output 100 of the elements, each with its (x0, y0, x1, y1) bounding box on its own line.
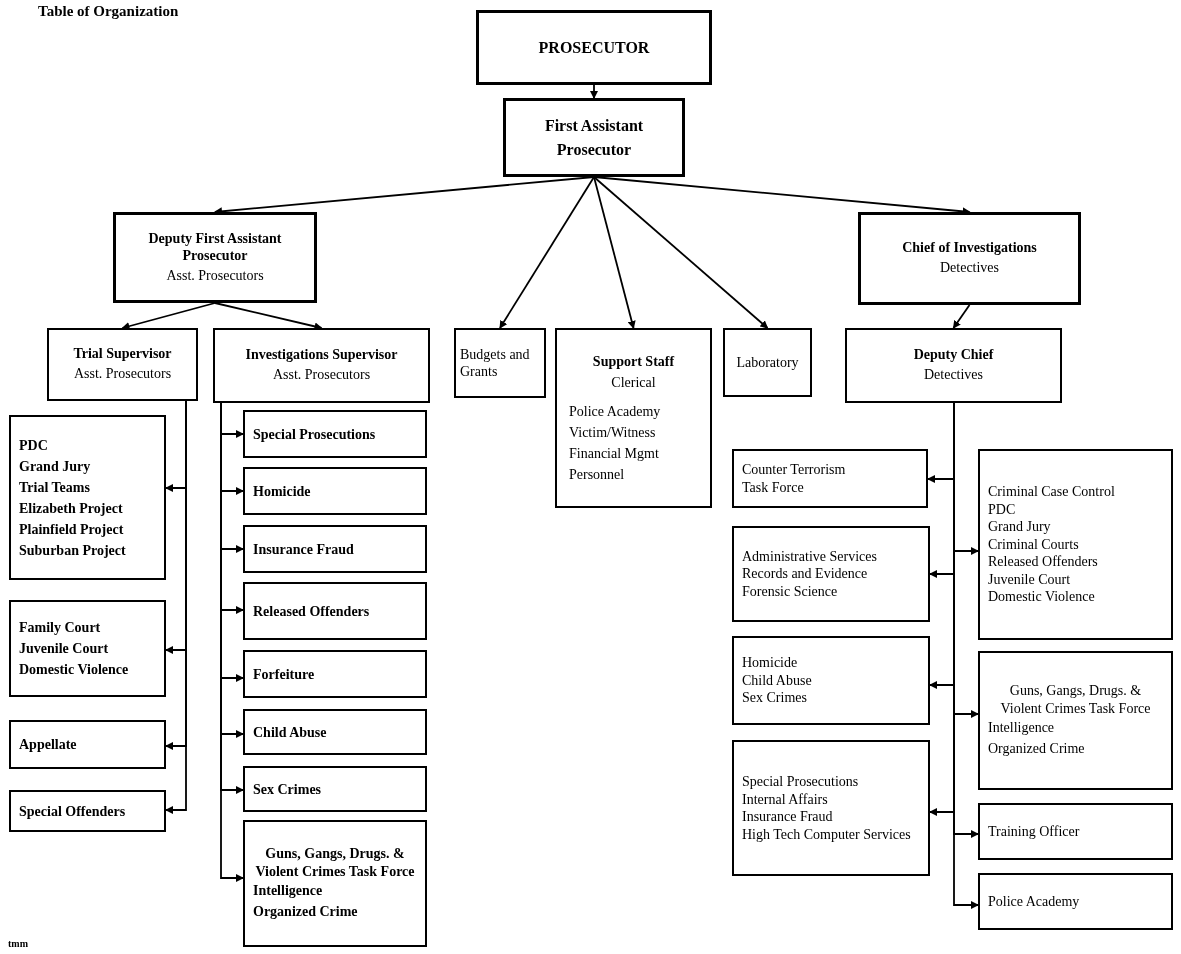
box-text: Guns, Gangs, Drugs. & Violent Crimes Task Force (254, 845, 416, 880)
connector-arrow (214, 302, 323, 331)
org-box (243, 766, 427, 812)
box-title: Trial Supervisor (73, 345, 172, 363)
box-text: Asst. Prosecutors (73, 364, 172, 383)
org-box (243, 820, 427, 947)
box-text: Organized Crime (988, 740, 1086, 758)
org-box (732, 636, 930, 725)
box-text: Sex Crimes (253, 780, 323, 799)
box-text: Task Force (742, 478, 805, 496)
org-box (555, 328, 712, 508)
connector-arrow (593, 176, 769, 329)
org-box (732, 740, 930, 876)
box-text: Internal Affairs (742, 790, 829, 808)
box-text: Special Offenders (19, 802, 127, 821)
org-box (858, 212, 1081, 305)
box-text: Intelligence (253, 882, 324, 900)
box-text: Child Abuse (253, 723, 328, 742)
connector-arrow (952, 304, 971, 329)
box-text: Criminal Case Control (988, 483, 1116, 501)
org-box (213, 328, 430, 403)
box-text: Victim/Witness (568, 424, 657, 442)
connector-arrow (593, 176, 636, 329)
box-text: Family Court (19, 619, 102, 637)
box-text: Domestic Violence (19, 661, 130, 679)
org-box (503, 98, 685, 177)
org-box (978, 873, 1173, 930)
box-text: Records and Evidence (742, 565, 869, 583)
box-text: Police Academy (568, 403, 662, 421)
box-title: First Assistant Prosecutor (543, 115, 645, 160)
org-box (9, 415, 166, 580)
box-text: Organized Crime (253, 903, 359, 921)
box-text: Counter Terrorism (742, 461, 847, 479)
box-text: Homicide (253, 482, 312, 501)
box-title: Support Staff (591, 353, 676, 371)
box-text: Trial Teams (19, 478, 91, 497)
box-text: Domestic Violence (988, 588, 1096, 606)
org-box (723, 328, 812, 397)
box-title: PROSECUTOR (538, 37, 650, 58)
box-text: Special Prosecutions (253, 425, 377, 444)
org-box (978, 449, 1173, 640)
box-text: Detectives (923, 365, 984, 384)
box-text: Financial Mgmt (568, 445, 660, 463)
box-text: Special Prosecutions (742, 773, 860, 791)
box-text: Juvenile Court (19, 640, 110, 658)
box-text: Appellate (19, 736, 78, 754)
box-text: Forensic Science (742, 582, 839, 601)
box-text: Forfeiture (253, 665, 316, 684)
box-text: Intelligence (988, 719, 1056, 737)
org-box (9, 720, 166, 769)
box-text: Police Academy (988, 892, 1081, 911)
box-text: Training Officer (988, 822, 1081, 841)
org-box (978, 651, 1173, 790)
box-text: Grand Jury (988, 518, 1052, 536)
connector-arrow (590, 84, 598, 99)
org-box (732, 526, 930, 622)
org-box (978, 803, 1173, 860)
box-title: Chief of Investigations (902, 239, 1037, 257)
box-text: Plainfield Project (19, 520, 125, 539)
box-title: Investigations Supervisor (245, 346, 398, 364)
note-text: tmm (8, 937, 28, 951)
box-text: Criminal Courts (988, 535, 1080, 554)
org-box (9, 790, 166, 832)
org-box (243, 410, 427, 458)
box-text: Guns, Gangs, Drugs. & Violent Crimes Task Force (999, 682, 1152, 717)
chart-title: Table of Organization (38, 2, 179, 21)
box-text: Clerical (610, 374, 657, 392)
connector-arrow (121, 302, 216, 331)
box-title: Deputy First Assistant Prosecutor (147, 229, 283, 265)
org-box (732, 449, 928, 508)
box-text: Administrative Services (742, 547, 878, 566)
box-text: PDC (988, 500, 1017, 519)
box-text: Suburban Project (19, 541, 127, 560)
connector-arrow (499, 176, 595, 329)
box-text: PDC (19, 436, 49, 455)
org-box (47, 328, 198, 401)
box-text: Insurance Fraud (253, 540, 355, 559)
box-text: Laboratory (736, 353, 799, 372)
org-box (845, 328, 1062, 403)
box-text: Grand Jury (19, 457, 92, 476)
box-text: Homicide (742, 654, 799, 672)
org-box (113, 212, 317, 303)
box-text: Budgets and Grants (460, 345, 531, 381)
org-box (243, 582, 427, 640)
box-text: Insurance Fraud (742, 808, 834, 826)
org-box (243, 467, 427, 515)
box-text: Detectives (939, 258, 1000, 277)
box-title: Deputy Chief (913, 346, 994, 364)
org-box (243, 709, 427, 755)
box-text: Juvenile Court (988, 570, 1072, 589)
box-text: Personnel (568, 466, 626, 484)
box-text: Asst. Prosecutors (272, 365, 371, 384)
box-text: Sex Crimes (742, 689, 808, 707)
box-text: Released Offenders (988, 553, 1099, 571)
org-box (243, 650, 427, 698)
box-text: Child Abuse (742, 671, 813, 690)
box-text: High Tech Computer Services (742, 825, 912, 843)
box-text: Released Offenders (253, 602, 371, 621)
org-box (9, 600, 166, 697)
box-text: Elizabeth Project (19, 499, 124, 518)
